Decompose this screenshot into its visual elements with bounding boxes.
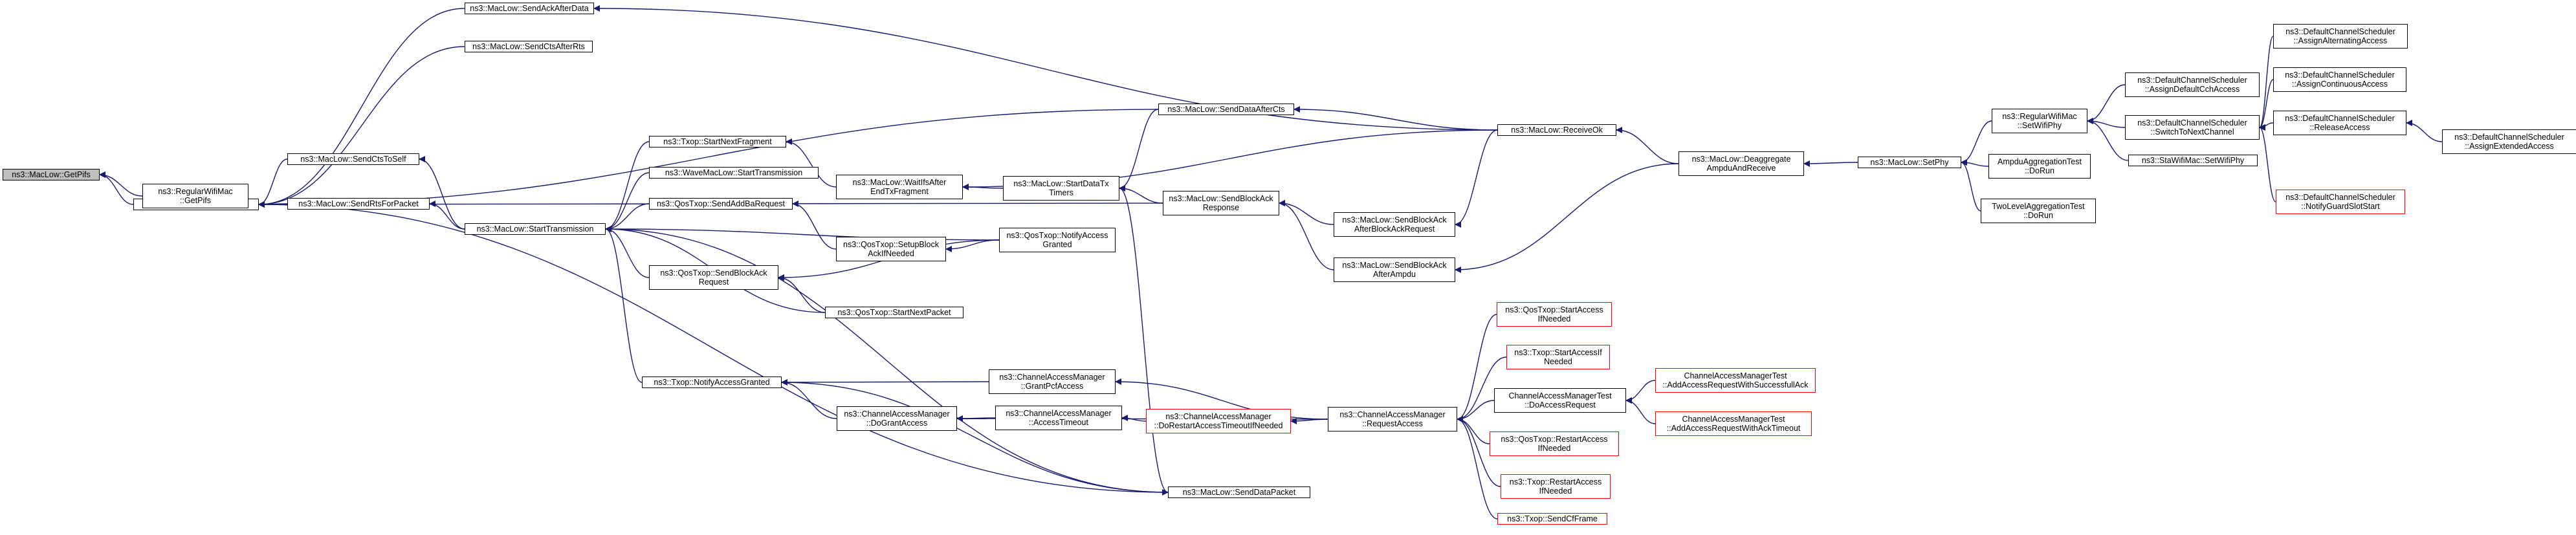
edge-deaggregate-to-receiveok (1616, 127, 1679, 164)
edge-senddatapacket-to-starttransmission (605, 226, 1169, 493)
edge-qos-startaccessifneeded-to-cam-requestaccess (1457, 314, 1497, 422)
edge-sendctsafterrts-to-forwarddown (258, 46, 465, 208)
node-sendblockackafterbar[interactable]: ns3::MacLow::SendBlockAck AfterBlockAckR… (1334, 212, 1455, 237)
edge-txop-notifyaccessgranted-to-senddatapacket (781, 382, 1169, 496)
edge-rwm-setwifiphy-to-setphy (1961, 120, 1992, 166)
edge-receiveok-to-sendblockackafterbar (1455, 129, 1498, 228)
node-qos-sendblockackrequest[interactable]: ns3::QosTxop::SendBlockAck Request (649, 265, 778, 290)
node-statswifimac-setwifiphy[interactable]: ns3::StaWifiMac::SetWifiPhy (2128, 155, 2258, 166)
edge-wave-starttransmission-to-starttransmission (605, 172, 650, 232)
edge-txop-notifyaccessgranted-to-starttransmission (605, 226, 643, 383)
edge-camtest-addsuccessfulack-to-camtest-doaccessrequest (1625, 380, 1656, 404)
edge-qos-startnextpacket-to-qos-sendblockackrequest (778, 274, 826, 313)
node-twolevel-dorun[interactable]: TwoLevelAggregationTest ::DoRun (1981, 199, 2096, 223)
edge-senddatapacket-to-startdatatxtimers (1119, 185, 1169, 493)
edge-cam-dorestartaccesstimeout-to-cam-accesstimeout (1121, 415, 1147, 422)
edge-receiveok-to-senddataafterctss (1294, 106, 1498, 131)
edge-deaggregate-to-sendblockackafterampdu (1455, 163, 1679, 273)
edge-sendctstoself-to-forwarddown (258, 158, 288, 208)
node-qos-setupblockack[interactable]: ns3::QosTxop::SetupBlock AckIfNeeded (836, 237, 946, 261)
edge-sendackafterdata-to-forwarddown (258, 8, 465, 208)
node-cam-accesstimeout[interactable]: ns3::ChannelAccessManager ::AccessTimeou… (995, 406, 1122, 430)
node-txop-startnextfragment[interactable]: ns3::Txop::StartNextFragment (649, 136, 786, 147)
edge-sendblockackafterampdu-to-sendblockackresponse (1279, 200, 1334, 270)
edge-dcs-notifyguardslot-to-dcs-switchtonext (2259, 124, 2276, 202)
node-txop-sendcfframe[interactable]: ns3::Txop::SendCfFrame (1497, 513, 1607, 525)
node-starttransmission[interactable]: ns3::MacLow::StartTransmission (465, 223, 606, 235)
edge-setphy-to-deaggregate (1803, 160, 1858, 167)
edge-cam-dograntaccess-to-txop-notifyaccessgranted (781, 379, 837, 419)
node-txop-startaccessifneeded[interactable]: ns3::Txop::StartAccessIf Needed (1506, 345, 1610, 369)
node-rwm-setwifiphy[interactable]: ns3::RegularWifiMac ::SetWifiPhy (1992, 109, 2087, 133)
node-sendackafterdata[interactable]: ns3::MacLow::SendAckAfterData (465, 3, 594, 14)
edge-cam-requestaccess-to-cam-dorestartaccesstimeout (1290, 417, 1328, 424)
node-camtest-addacktimeout[interactable]: ChannelAccessManagerTest ::AddAccessRequ… (1655, 411, 1812, 436)
edge-cam-requestaccess-to-cam-grantpcfaccess (1115, 378, 1328, 420)
node-camtest-addsuccessfulack[interactable]: ChannelAccessManagerTest ::AddAccessRequ… (1655, 368, 1816, 393)
node-dcs-releaseaccess[interactable]: ns3::DefaultChannelScheduler ::ReleaseAc… (2273, 111, 2406, 135)
edge-sendblockackafterbar-to-sendblockackresponse (1279, 200, 1334, 225)
edge-statswifimac-setwifiphy-to-rwm-setwifiphy (2087, 118, 2129, 161)
edge-dcs-assigndefaultcch-to-rwm-setwifiphy (2087, 84, 2126, 124)
edge-senddatapacket-to-forwarddown (258, 201, 1169, 493)
node-cam-dorestartaccesstimeout[interactable]: ns3::ChannelAccessManager ::DoRestartAcc… (1146, 409, 1291, 433)
edge-forwarddown-to-getpifs (99, 171, 134, 205)
node-qos-startnextpacket[interactable]: ns3::QosTxop::StartNextPacket (825, 307, 963, 318)
edge-txop-sendcfframe-to-cam-requestaccess (1457, 416, 1498, 519)
node-txop-restartaccessifneeded[interactable]: ns3::Txop::RestartAccess IfNeeded (1501, 474, 1611, 499)
edge-rwm-getpifs-to-getpifs (99, 171, 143, 197)
node-qos-notifyaccessgranted[interactable]: ns3::QosTxop::NotifyAccess Granted (999, 228, 1116, 252)
edge-txop-restartaccessifneeded-to-cam-requestaccess (1457, 416, 1501, 487)
edge-qos-restartaccessifneeded-to-cam-requestaccess (1457, 416, 1490, 444)
node-camtest-doaccessrequest[interactable]: ChannelAccessManagerTest ::DoAccessReque… (1494, 388, 1626, 413)
node-getpifs: ns3::MacLow::GetPifs (3, 169, 100, 180)
edge-camtest-addacktimeout-to-camtest-doaccessrequest (1625, 397, 1656, 424)
node-dcs-assignalternating[interactable]: ns3::DefaultChannelScheduler ::AssignAlt… (2273, 24, 2408, 49)
edge-dcs-assignextended-to-dcs-releaseaccess (2406, 120, 2443, 142)
node-sendctsafterrts[interactable]: ns3::MacLow::SendCtsAfterRts (465, 41, 593, 52)
node-sendctstoself[interactable]: ns3::MacLow::SendCtsToSelf (287, 153, 419, 165)
node-sendrtsforpacket[interactable]: ns3::MacLow::SendRtsForPacket (287, 198, 430, 210)
node-deaggregate[interactable]: ns3::MacLow::Deaggregate AmpduAndReceive (1679, 151, 1804, 176)
node-rwm-getpifs[interactable]: ns3::RegularWifiMac ::GetPifs (142, 184, 248, 208)
edge-starttransmission-to-sendrtsforpacket (429, 201, 465, 230)
node-dcs-assigndefaultcch[interactable]: ns3::DefaultChannelScheduler ::AssignDef… (2125, 72, 2260, 97)
node-qos-sendaddbarequest[interactable]: ns3::QosTxop::SendAddBaRequest (649, 198, 793, 210)
edge-starttransmission-to-sendctstoself (419, 156, 465, 230)
node-startdatatxtimers[interactable]: ns3::MacLow::StartDataTx Timers (1003, 176, 1119, 201)
node-sendblockackresponse[interactable]: ns3::MacLow::SendBlockAck Response (1163, 191, 1279, 215)
edge-camtest-doaccessrequest-to-cam-requestaccess (1457, 400, 1495, 422)
node-ampdu-dorun[interactable]: AmpduAggregationTest ::DoRun (1988, 154, 2091, 179)
node-dcs-assignextended[interactable]: ns3::DefaultChannelScheduler ::AssignExt… (2442, 129, 2576, 154)
edge-twolevel-dorun-to-setphy (1961, 159, 1981, 212)
node-senddatapacket[interactable]: ns3::MacLow::SendDataPacket (1168, 486, 1310, 498)
node-txop-notifyaccessgranted[interactable]: ns3::Txop::NotifyAccessGranted (642, 377, 782, 388)
node-qos-startaccessifneeded[interactable]: ns3::QosTxop::StartAccess IfNeeded (1497, 302, 1612, 327)
node-wave-starttransmission[interactable]: ns3::WaveMacLow::StartTransmission (649, 167, 819, 179)
node-qos-restartaccessifneeded[interactable]: ns3::QosTxop::RestartAccess IfNeeded (1490, 431, 1619, 456)
edge-dcs-assignalternating-to-dcs-switchtonext (2259, 36, 2274, 131)
edge-txop-startaccessifneeded-to-cam-requestaccess (1457, 356, 1507, 422)
edge-waitifsafterendtx-to-txop-startnextfragment (786, 138, 837, 188)
edge-receiveok-to-sendackafterdata (593, 5, 1498, 131)
edge-qos-notifyaccessgranted-to-qos-setupblockack (945, 239, 1000, 252)
node-cam-dograntaccess[interactable]: ns3::ChannelAccessManager ::DoGrantAcces… (837, 406, 957, 431)
edge-qos-sendblockackrequest-to-starttransmission (605, 226, 650, 278)
edge-txop-startnextfragment-to-starttransmission (605, 141, 650, 232)
node-waitifsafterendtx[interactable]: ns3::MacLow::WaitIfsAfter EndTxFragment (836, 175, 963, 199)
edge-qos-setupblockack-to-qos-sendaddbarequest (792, 201, 837, 250)
node-receiveok[interactable]: ns3::MacLow::ReceiveOk (1497, 124, 1616, 136)
node-senddataafterctss[interactable]: ns3::MacLow::SendDataAfterCts (1158, 104, 1294, 115)
node-sendblockackafterampdu[interactable]: ns3::MacLow::SendBlockAck AfterAmpdu (1334, 257, 1455, 282)
node-dcs-notifyguardslot[interactable]: ns3::DefaultChannelScheduler ::NotifyGua… (2276, 190, 2405, 214)
node-dcs-assigncontinuous[interactable]: ns3::DefaultChannelScheduler ::AssignCon… (2273, 67, 2406, 92)
edge-senddataafterctss-to-startdatatxtimers (1119, 109, 1159, 191)
node-cam-grantpcfaccess[interactable]: ns3::ChannelAccessManager ::GrantPcfAcce… (989, 369, 1116, 394)
node-setphy[interactable]: ns3::MacLow::SetPhy (1858, 157, 1961, 168)
node-cam-requestaccess[interactable]: ns3::ChannelAccessManager ::RequestAcces… (1328, 407, 1457, 431)
node-dcs-switchtonext[interactable]: ns3::DefaultChannelScheduler ::SwitchToN… (2125, 115, 2260, 140)
edge-sendblockackresponse-to-startdatatxtimers (1119, 185, 1163, 204)
